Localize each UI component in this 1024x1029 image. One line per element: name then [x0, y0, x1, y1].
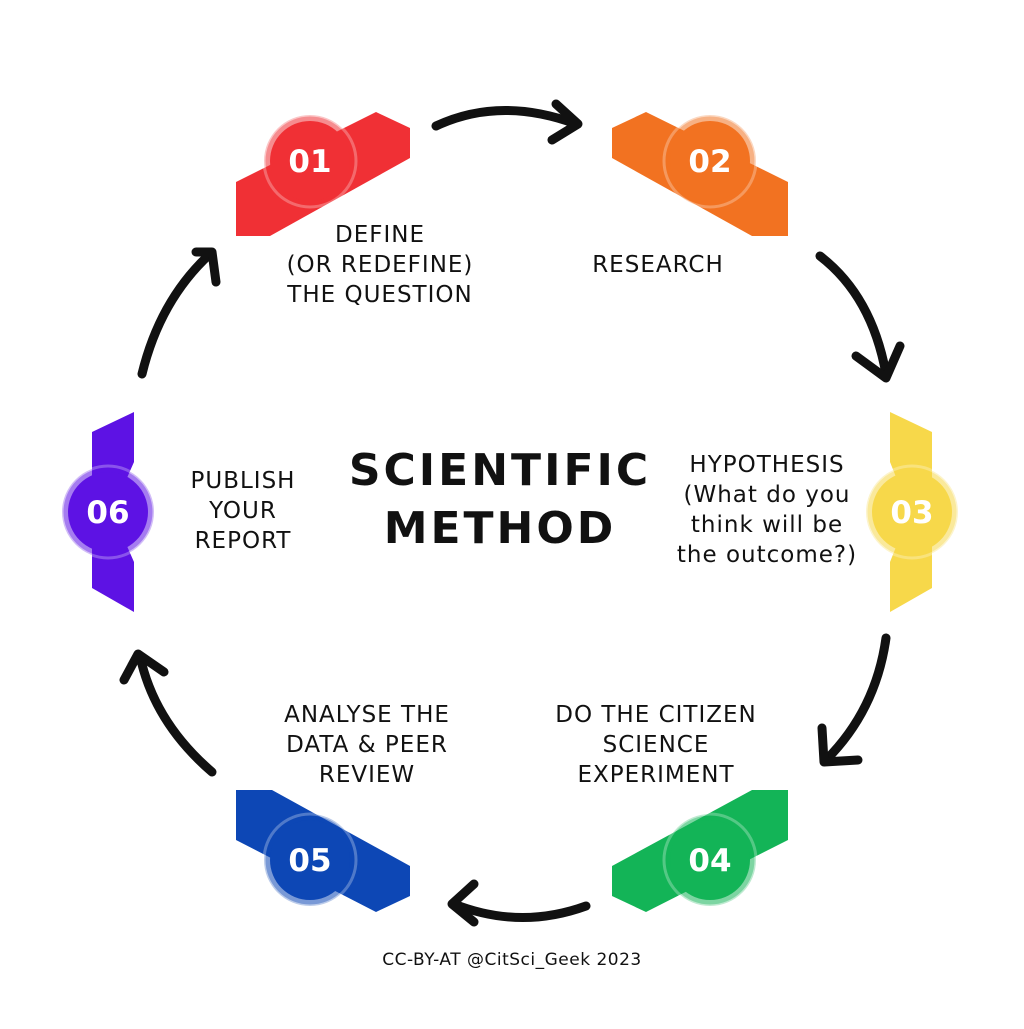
- step-02-label: RESEARCH: [592, 252, 724, 278]
- step-01-marker: 01: [236, 112, 410, 236]
- step-04-label: DO THE CITIZEN SCIENCE EXPERIMENT: [555, 702, 757, 788]
- step-03-badge-circle: [872, 472, 952, 552]
- arrow-01-to-02: [431, 99, 583, 145]
- step-05-number: 05: [288, 843, 331, 879]
- step-06-number: 06: [86, 495, 129, 531]
- step-06-marker: 06: [60, 412, 156, 612]
- step-05-badge-circle: [270, 820, 350, 900]
- step-02-number: 02: [688, 144, 731, 180]
- arrow-06-to-01: [137, 247, 221, 379]
- step-03-label: HYPOTHESIS (What do you think will be th…: [676, 452, 858, 568]
- step-06-badge-circle: [68, 472, 148, 552]
- step-06-ribbon: [92, 412, 134, 612]
- step-04-number: 04: [688, 843, 731, 879]
- attribution-footer: CC-BY-AT @CitSci_Geek 2023: [382, 950, 642, 970]
- step-06-label: PUBLISH YOUR REPORT: [190, 468, 296, 554]
- arrow-03-to-04: [817, 633, 891, 767]
- step-02-marker: 02: [612, 112, 788, 236]
- diagram-title: SCIENTIFIC METHOD: [348, 445, 652, 554]
- step-01-badge-circle: [270, 121, 350, 201]
- step-05-label: ANALYSE THE DATA & PEER REVIEW: [284, 702, 450, 788]
- step-02-badge-circle: [670, 121, 750, 201]
- step-01-label: DEFINE (OR REDEFINE) THE QUESTION: [286, 222, 474, 308]
- arrow-02-to-03: [815, 251, 905, 383]
- step-04-marker: 04: [612, 790, 788, 912]
- step-03-marker: 03: [864, 412, 960, 612]
- step-03-number: 03: [890, 495, 933, 531]
- step-04-badge-circle: [670, 820, 750, 900]
- arrow-04-to-05: [447, 879, 591, 927]
- step-05-marker: 05: [236, 790, 410, 912]
- arrow-05-to-06: [119, 649, 217, 777]
- step-01-number: 01: [288, 144, 331, 180]
